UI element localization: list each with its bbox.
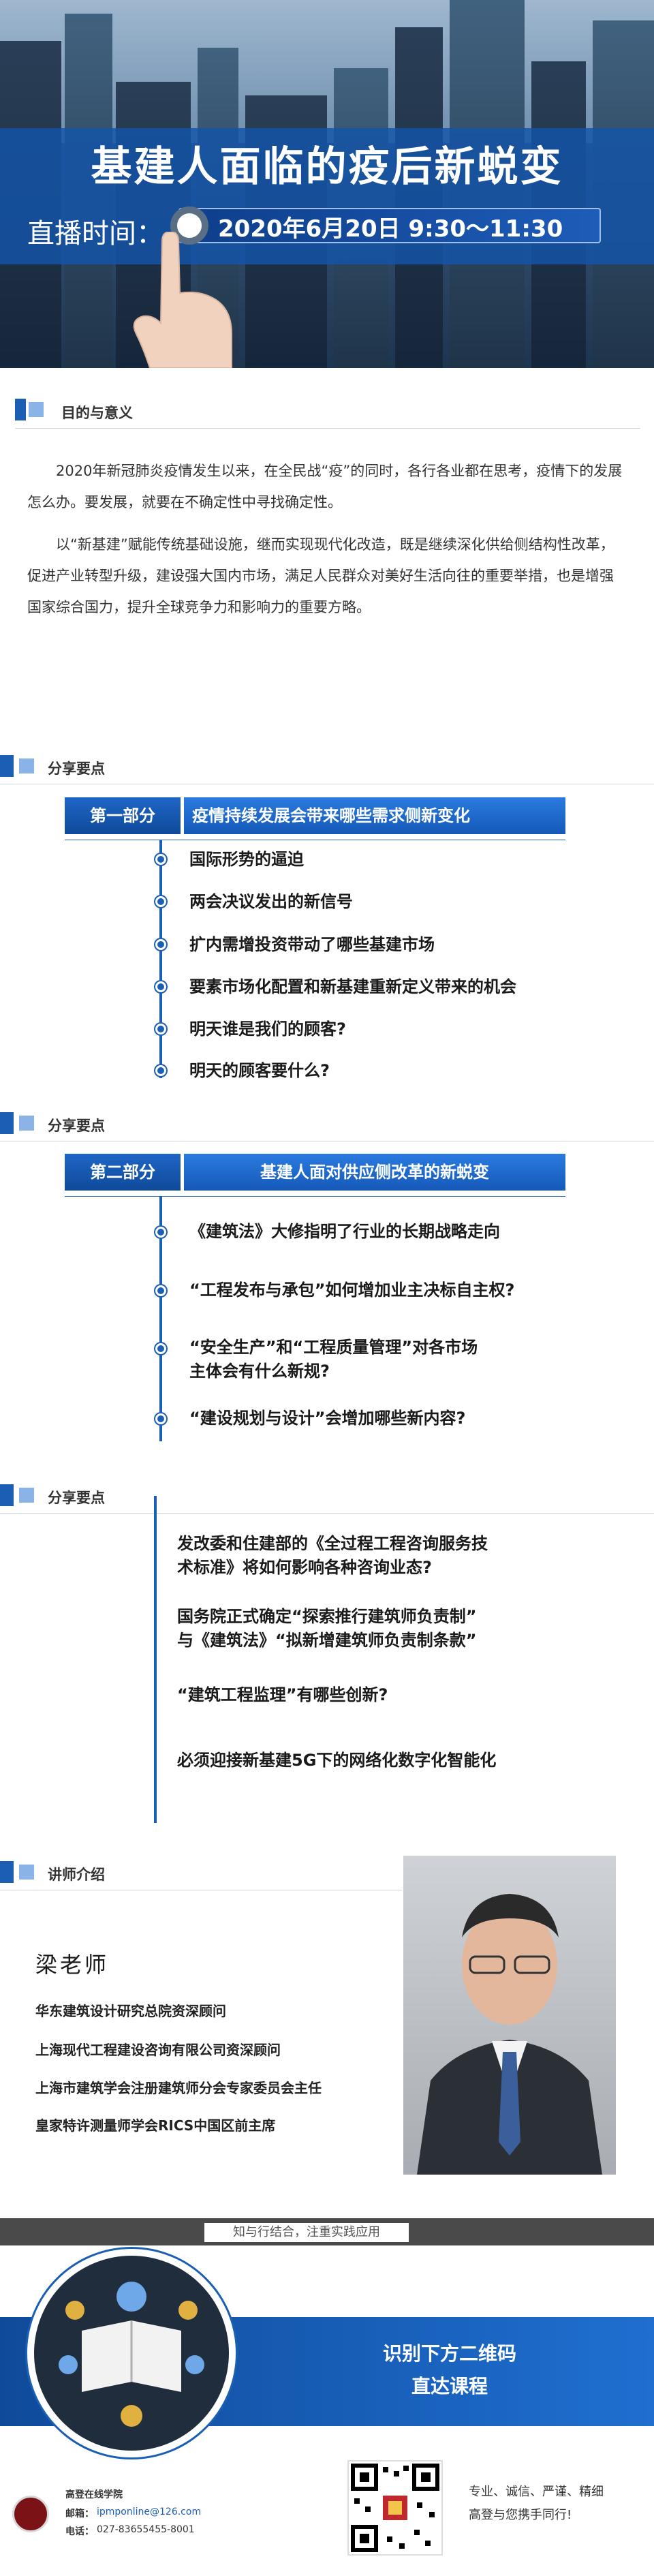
org-name: 高登在线学院 — [65, 2489, 123, 2500]
part-2-title: 基建人面对供应侧改革的新蜕变 — [184, 1154, 565, 1191]
time-label: 直播时间： — [27, 218, 164, 249]
part-1-title: 疫情持续发展会带来哪些需求侧新变化 — [184, 797, 565, 834]
time-knob — [170, 206, 208, 245]
share1-item: 两会决议发出的新信号 — [189, 892, 353, 911]
share3-item: 国务院正式确定“探索推行建筑师负责制” — [177, 1607, 477, 1626]
share3-item: 发改委和住建部的《全过程工程咨询服务技 — [177, 1534, 488, 1553]
share3-item: 术标准》将如何影响各种咨询业态? — [177, 1558, 432, 1577]
section-heading-lecturer: 讲师介绍 — [48, 1867, 105, 1883]
phone-number: 027-83655455-8001 — [97, 2524, 195, 2535]
qr-cta-line-2: 直达课程 — [411, 2375, 488, 2397]
part-2-tag: 第二部分 — [65, 1154, 181, 1191]
phone-label: 电话： — [65, 2526, 94, 2537]
time-value: 2020年6月20日 9:30～11:30 — [218, 215, 563, 243]
email-link[interactable]: ipmponline@126.com — [97, 2506, 202, 2517]
purpose-paragraph-2: 以“新基建”赋能传统基础设施，继而实现现代化改造，既是继续深化供给侧结构性改革，… — [27, 536, 614, 615]
lecturer-name: 梁老师 — [35, 1952, 110, 1978]
section-heading-share-2: 分享要点 — [48, 1118, 105, 1134]
motto-line-1: 专业、诚信、严谨、精细 — [469, 2485, 604, 2499]
part-1-tag: 第一部分 — [65, 797, 181, 834]
share1-item: 明天谁是我们的顾客? — [189, 1019, 346, 1039]
section-heading-share-3: 分享要点 — [48, 1490, 105, 1506]
lecturer-role: 华东建筑设计研究总院资深顾问 — [35, 2003, 226, 2019]
share3-item: “建筑工程监理”有哪些创新? — [177, 1685, 388, 1704]
email-label: 邮箱： — [65, 2509, 94, 2519]
share1-item: 国际形势的逼迫 — [189, 850, 304, 869]
share2-item: 《建筑法》大修指明了行业的长期战略走向 — [189, 1222, 500, 1241]
qr-cta-line-1: 识别下方二维码 — [382, 2342, 516, 2365]
page-title: 基建人面临的疫后新蜕变 — [91, 143, 563, 191]
lecturer-role: 皇家特许测量师学会RICS中国区前主席 — [35, 2117, 276, 2134]
pointing-hand-icon — [133, 232, 232, 368]
lecturer-photo — [403, 1856, 616, 2175]
share2-item: “工程发布与承包”如何增加业主决标自主权? — [189, 1281, 515, 1300]
section-heading-share-1: 分享要点 — [48, 761, 105, 777]
course-illustration — [27, 2249, 236, 2457]
purpose-paragraph-1: 2020年新冠肺炎疫情发生以来，在全民战“疫”的同时，各行各业都在思考，疫情下的… — [27, 463, 623, 510]
qr-code[interactable] — [347, 2460, 443, 2556]
share2-item: “安全生产”和“工程质量管理”对各市场 — [189, 1338, 478, 1357]
share3-item: 必须迎接新基建5G下的网络化数字化智能化 — [177, 1751, 497, 1770]
share2-item: “建设规划与设计”会增加哪些新内容? — [189, 1409, 466, 1428]
slogan: 知与行结合，注重实践应用 — [204, 2223, 409, 2242]
lecturer-role: 上海现代工程建设咨询有限公司资深顾问 — [35, 2042, 281, 2058]
share2-item: 主体会有什么新规? — [189, 1362, 330, 1381]
logo-icon — [12, 2496, 49, 2532]
share3-item: 与《建筑法》“拟新增建筑师负责制条款” — [177, 1631, 477, 1650]
share1-item: 扩内需增投资带动了哪些基建市场 — [189, 935, 435, 954]
motto-line-2: 高登与您携手同行! — [469, 2508, 572, 2522]
section-heading-purpose: 目的与意义 — [61, 405, 133, 421]
hero-banner: 基建人面临的疫后新蜕变 直播时间： 2020年6月20日 9:30～11:30 — [0, 0, 654, 368]
share1-item: 要素市场化配置和新基建重新定义带来的机会 — [189, 977, 516, 996]
share1-item: 明天的顾客要什么? — [189, 1061, 330, 1080]
lecturer-role: 上海市建筑学会注册建筑师分会专家委员会主任 — [35, 2080, 322, 2096]
time-bar — [178, 208, 601, 243]
